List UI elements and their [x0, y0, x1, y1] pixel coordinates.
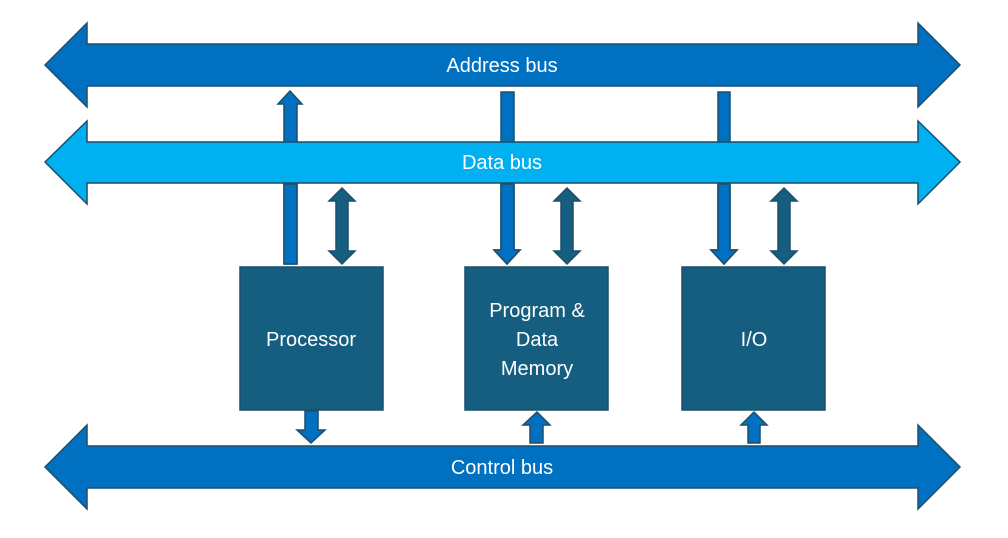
io-box [681, 266, 826, 411]
address-bus-label: Address bus [446, 55, 557, 77]
processor-data-bidirectional-arrow [327, 186, 357, 266]
data-bus-label: Data bus [462, 152, 542, 174]
memory-block: Program & Data Memory [464, 266, 609, 411]
memory-address-arrow-lower-segment [492, 183, 522, 266]
control-bus: Control bus [43, 423, 962, 511]
io-address-arrow-lower-segment [709, 183, 739, 266]
control-to-io-arrow [739, 410, 769, 444]
processor-label: Processor [266, 329, 356, 351]
address-bus-arrow [43, 21, 962, 109]
address-bus: Address bus [43, 21, 962, 109]
processor-address-arrow-lower-segment [283, 183, 298, 265]
processor-to-control-arrow [295, 410, 327, 445]
io-data-bidirectional-arrow [769, 186, 799, 266]
control-bus-label: Control bus [451, 457, 553, 479]
memory-label-line-2: Data [516, 329, 559, 351]
processor-block: Processor [239, 266, 384, 411]
io-label: I/O [741, 329, 768, 351]
data-bus-arrow [43, 119, 962, 206]
control-bus-arrow [43, 423, 962, 511]
data-bus: Data bus [43, 119, 962, 206]
memory-label-line-1: Program & [489, 300, 585, 322]
memory-box [464, 266, 609, 411]
io-block: I/O [681, 266, 826, 411]
control-to-memory-arrow [521, 410, 552, 444]
processor-box [239, 266, 384, 411]
memory-label-line-3: Memory [501, 358, 573, 380]
memory-data-bidirectional-arrow [552, 186, 582, 266]
